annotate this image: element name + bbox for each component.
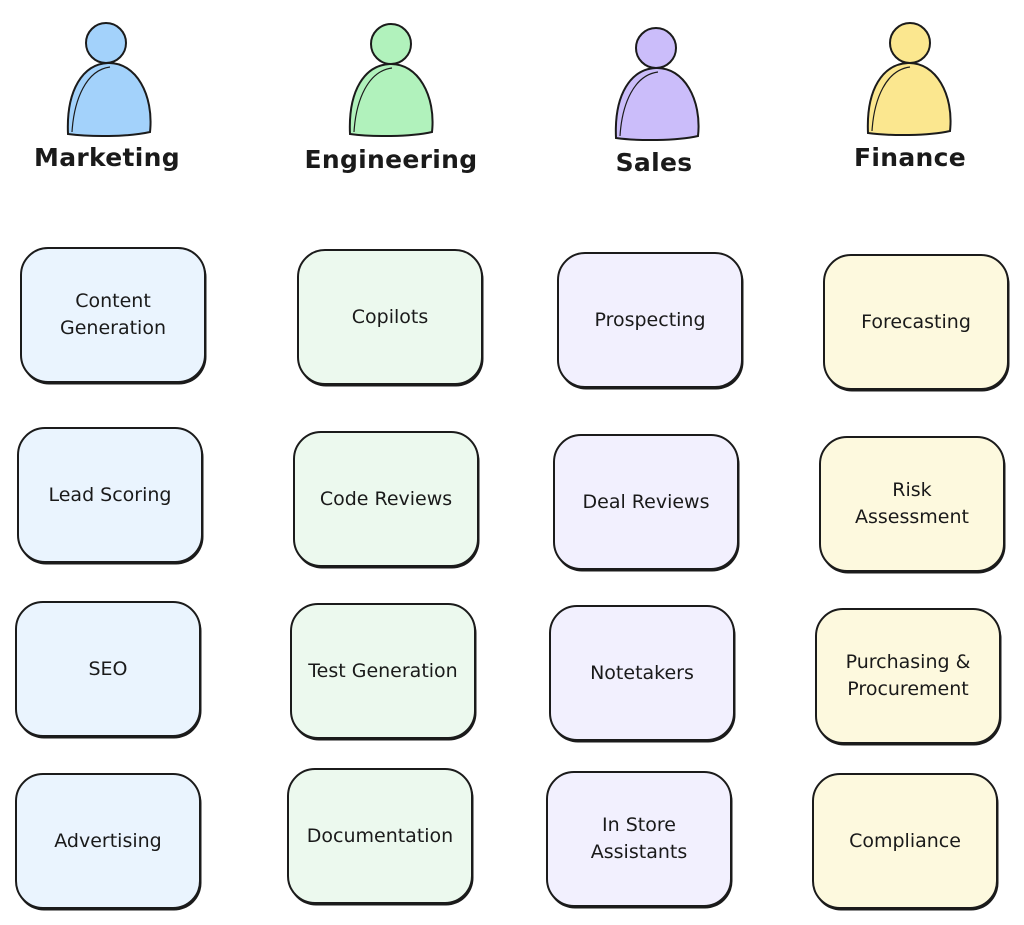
use-case-card-compliance[interactable]: Compliance — [812, 773, 998, 909]
card-label: Content Generation — [60, 290, 166, 339]
use-case-card-documentation[interactable]: Documentation — [287, 768, 473, 904]
card-label: Prospecting — [594, 308, 706, 331]
dept-label-finance: Finance — [854, 143, 966, 172]
card-label: Compliance — [849, 829, 961, 852]
card-label: Deal Reviews — [582, 490, 710, 513]
use-case-card-lead-scoring[interactable]: Lead Scoring — [17, 427, 203, 563]
use-case-card-purchasing-procurement[interactable]: Purchasing & Procurement — [815, 608, 1001, 744]
use-case-card-notetakers[interactable]: Notetakers — [549, 605, 735, 741]
card-label: Copilots — [351, 305, 429, 328]
card-label: Purchasing & Procurement — [845, 651, 971, 700]
use-case-card-in-store-assistants[interactable]: In Store Assistants — [546, 771, 732, 907]
finance-person-icon — [858, 19, 958, 139]
card-label: SEO — [88, 657, 128, 680]
use-case-card-content-generation[interactable]: Content Generation — [20, 247, 206, 383]
card-label: Documentation — [306, 824, 454, 847]
use-case-card-advertising[interactable]: Advertising — [15, 773, 201, 909]
dept-label-marketing: Marketing — [34, 143, 180, 172]
use-case-card-code-reviews[interactable]: Code Reviews — [293, 431, 479, 567]
card-label: Code Reviews — [319, 487, 453, 510]
card-label: Forecasting — [861, 310, 971, 333]
use-case-card-test-generation[interactable]: Test Generation — [290, 603, 476, 739]
card-label: Advertising — [54, 829, 162, 852]
card-label: In Store Assistants — [590, 814, 688, 863]
card-label: Test Generation — [308, 659, 458, 682]
use-case-card-seo[interactable]: SEO — [15, 601, 201, 737]
use-case-card-prospecting[interactable]: Prospecting — [557, 252, 743, 388]
use-case-card-forecasting[interactable]: Forecasting — [823, 254, 1009, 390]
engineering-person-icon — [340, 20, 440, 140]
marketing-person-icon — [58, 20, 158, 140]
card-label: Notetakers — [590, 661, 694, 684]
use-case-card-risk-assessment[interactable]: Risk Assessment — [819, 436, 1005, 572]
dept-label-sales: Sales — [615, 148, 693, 177]
use-case-card-copilots[interactable]: Copilots — [297, 249, 483, 385]
card-label: Lead Scoring — [48, 483, 172, 506]
sales-person-icon — [606, 24, 706, 144]
use-case-card-deal-reviews[interactable]: Deal Reviews — [553, 434, 739, 570]
dept-label-engineering: Engineering — [304, 145, 478, 174]
card-label: Risk Assessment — [855, 479, 969, 528]
